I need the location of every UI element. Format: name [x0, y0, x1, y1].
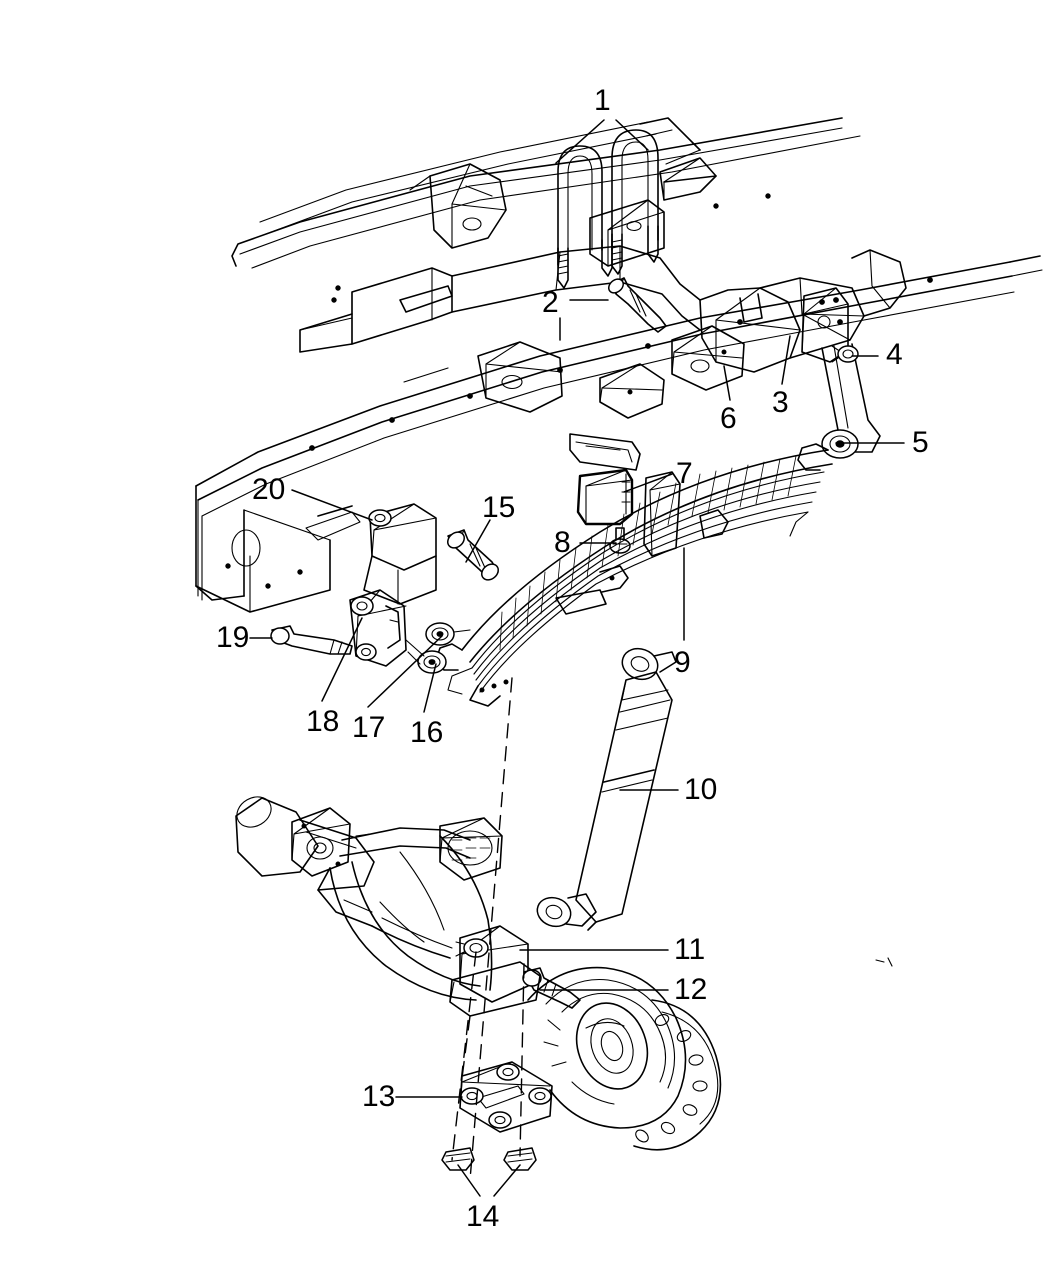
- front-shackle-assembly: [270, 503, 499, 674]
- shock-absorber: [536, 647, 677, 931]
- callout-14-u-bolt-nut-lower: 14: [466, 1200, 500, 1233]
- spring-plate-assembly: [441, 1061, 553, 1171]
- u-bolt-assembly: [557, 129, 665, 289]
- leader-line-1-1: [615, 119, 649, 151]
- rear-axle-assembly: [235, 796, 503, 1001]
- leader-line-6-0: [723, 365, 731, 401]
- callout-4-nut: 4: [886, 338, 903, 371]
- jounce-bumper-assembly: [569, 433, 641, 554]
- callout-8-jounce-bumper-bolt: 8: [554, 526, 571, 559]
- callout-18-shackle-bracket: 18: [306, 705, 340, 738]
- leader-line-18-0: [321, 617, 363, 702]
- callout-5-bushing-shackle: 5: [912, 426, 929, 459]
- leader-line-7-0: [623, 473, 673, 493]
- leader-line-17-0: [367, 635, 443, 708]
- callout-13-spring-plate: 13: [362, 1080, 396, 1113]
- callout-17-shackle-bushing-upper: 17: [352, 711, 386, 744]
- callout-20-frame-mount-bolt: 20: [252, 473, 286, 506]
- callout-16-shackle-bushing-lower: 16: [410, 716, 444, 749]
- mount-bolt-upper: [608, 277, 667, 333]
- leader-line-20-0: [291, 489, 373, 521]
- leader-line-1-0: [555, 119, 605, 164]
- callout-9-leaf-spring: 9: [674, 646, 691, 679]
- centerlines: [451, 677, 525, 1181]
- callout-15-track-bar-bolt: 15: [482, 491, 516, 524]
- frame-rails: [195, 117, 1043, 613]
- leader-line-14-1: [493, 1164, 521, 1197]
- leader-line-16-0: [423, 663, 437, 713]
- callout-6-spring-bracket-front: 6: [720, 402, 737, 435]
- leaf-spring: [435, 443, 833, 707]
- rear-shackle: [599, 287, 881, 459]
- callout-12-shock-lower-mount-bolt: 12: [674, 973, 708, 1006]
- leader-lines: [249, 119, 905, 1197]
- callout-1-u-bolt: 1: [594, 84, 611, 117]
- callout-10-shock-absorber: 10: [684, 773, 718, 806]
- callout-11-shock-lower-mount-nut: 11: [674, 933, 706, 966]
- leader-line-14-0: [457, 1164, 481, 1197]
- callout-3-spring-bracket-rear: 3: [772, 386, 789, 419]
- callout-2-u-bolt-nut: 2: [542, 286, 559, 319]
- brake-drum-hub: [527, 966, 722, 1151]
- leader-line-15-0: [465, 519, 491, 563]
- leader-line-3-0: [781, 335, 791, 385]
- callout-7-jounce-bumper: 7: [676, 457, 693, 490]
- callout-19-shackle-bolt: 19: [216, 621, 250, 654]
